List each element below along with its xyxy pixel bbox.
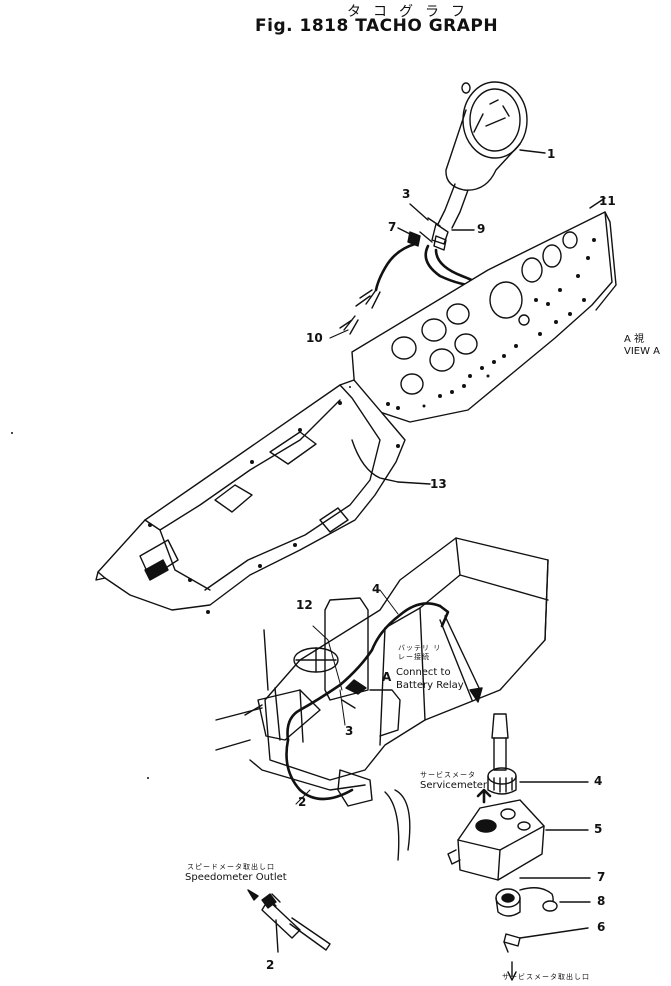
callout-2-upper: 2 (298, 795, 307, 809)
callout-6: 6 (597, 920, 606, 934)
speedometer-outlet-japanese: スピードメータ取出し口 (187, 863, 275, 871)
callout-7-lower: 7 (597, 870, 606, 884)
battery-relay-line1: Connect to (396, 667, 451, 678)
callout-3-lower: 3 (345, 724, 354, 738)
nut-and-clip (496, 878, 590, 980)
servicemeter-outlet-japanese: サービスメータ取出し口 (502, 973, 590, 981)
callout-4-upper: 4 (372, 582, 381, 596)
callout-9: 9 (477, 222, 486, 236)
callout-8: 8 (597, 894, 606, 908)
figure-title: Fig. 1818 TACHO GRAPH (255, 16, 499, 36)
callout-1: 1 (547, 147, 556, 161)
callout-11: 11 (599, 194, 616, 208)
view-a-japanese: A 視 (624, 334, 645, 345)
leader-lines (296, 590, 398, 804)
servicemeter-gear-housing (448, 790, 588, 880)
connector-arrows (342, 616, 482, 708)
callout-3-upper: 3 (402, 187, 411, 201)
callout-7-upper: 7 (388, 220, 397, 234)
callout-12: 12 (296, 598, 313, 612)
callout-13: 13 (430, 477, 447, 491)
instrument-panel (352, 198, 616, 422)
callout-4-lower: 4 (594, 774, 603, 788)
battery-relay-line2: Battery Relay (396, 680, 464, 691)
machine-cab (216, 538, 548, 860)
tachograph-gauge (438, 82, 545, 228)
servicemeter-japanese: サービスメータ (420, 771, 476, 779)
callout-2-lower: 2 (266, 958, 275, 972)
connector-parts-upper (398, 204, 474, 250)
title-japanese: タコグラフ (347, 4, 477, 20)
view-a-label: VIEW A (624, 346, 661, 357)
speedometer-outlet-label: Speedometer Outlet (185, 872, 287, 883)
callout-5: 5 (594, 822, 603, 836)
panel-housing (96, 380, 430, 614)
servicemeter-drive (488, 714, 588, 794)
callout-10: 10 (306, 331, 323, 345)
battery-relay-japanese: バッテリ リレー接続 (398, 644, 442, 661)
servicemeter-label: Servicemeter (420, 780, 488, 791)
cable-assembly (287, 603, 449, 799)
speedometer-cable-end (248, 890, 330, 952)
view-arrow-a: A (382, 670, 392, 684)
